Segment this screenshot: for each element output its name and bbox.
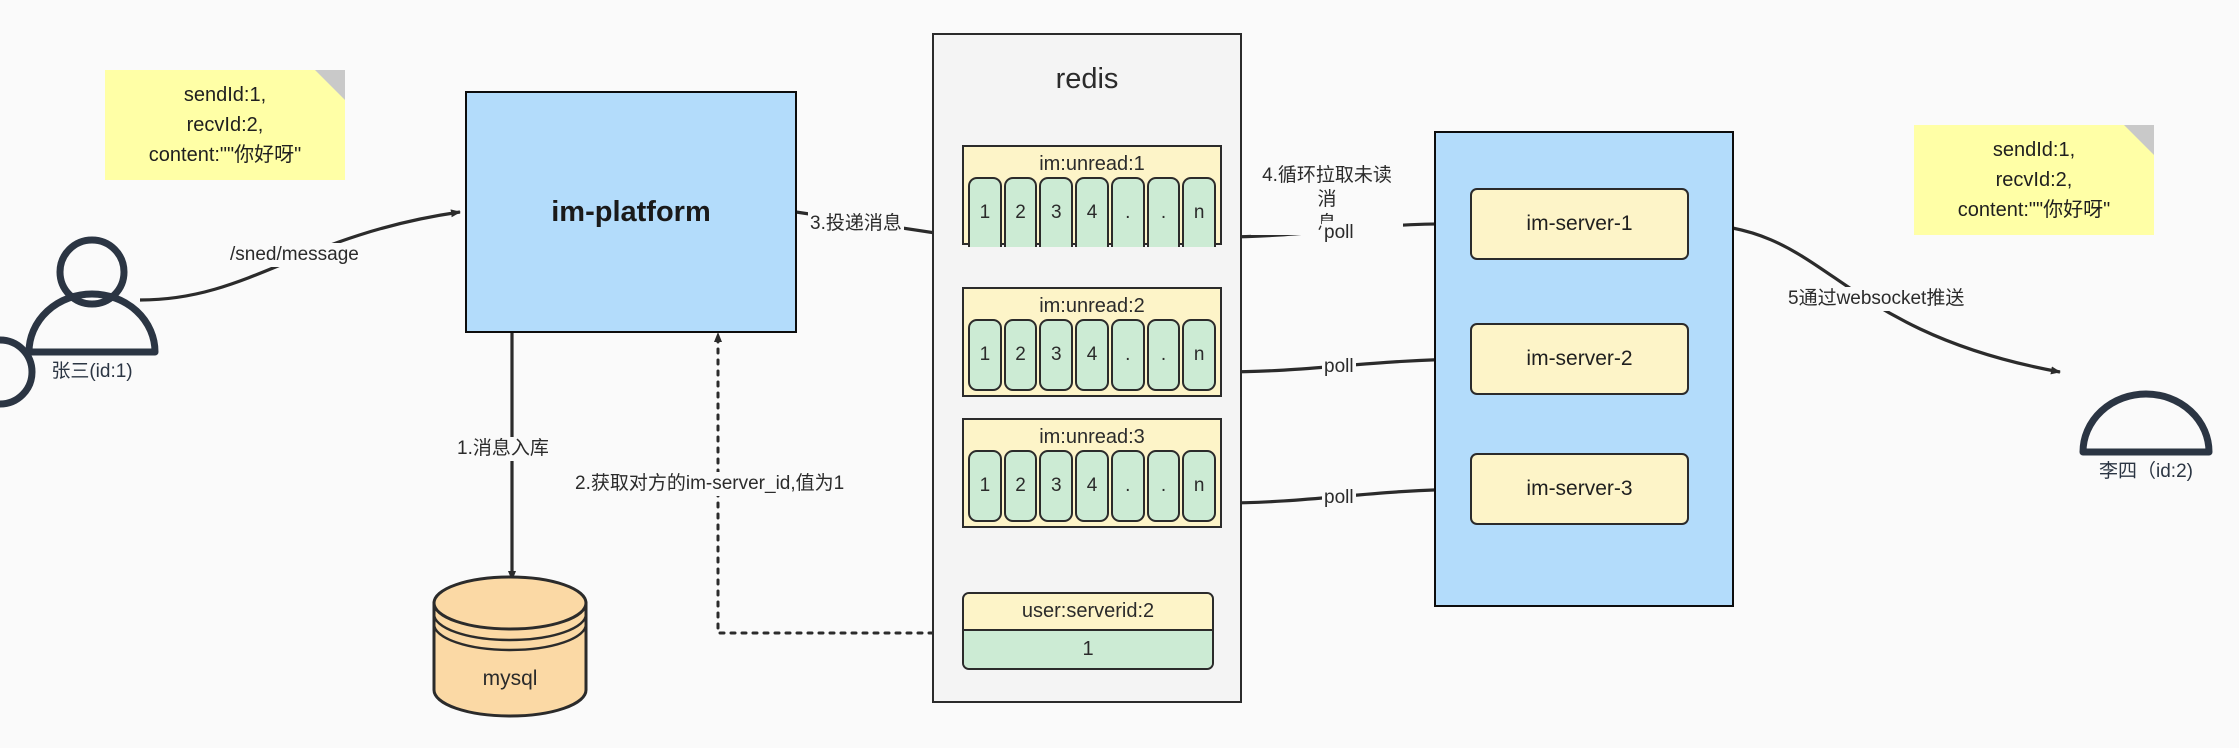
queue-cell: 3	[1039, 177, 1074, 247]
redis-kv-value: 1	[964, 631, 1212, 668]
edge-label-poll-3: poll	[1322, 486, 1356, 510]
edge-label-poll-2: poll	[1322, 355, 1356, 379]
edge-label-step5: 5通过websocket推送	[1786, 287, 1967, 311]
queue-cell: .	[1110, 319, 1145, 391]
edge-label-step1: 1.消息入库	[455, 437, 551, 461]
mysql-node[interactable]: mysql	[434, 577, 586, 717]
queue-cell: 4	[1075, 450, 1109, 522]
queue-cell: 3	[1039, 450, 1074, 522]
redis-queue-3: im:unread:3 1 2 3 4 . . n	[962, 418, 1222, 528]
queue-cell: n	[1182, 319, 1217, 391]
redis-kv-key: user:serverid:2	[964, 594, 1212, 631]
queue-cell: 2	[1003, 319, 1038, 391]
im-server-2-node[interactable]: im-server-2	[1470, 323, 1689, 395]
queue-cell: 1	[968, 450, 1002, 522]
edge-label-step2: 2.获取对方的im-server_id,值为1	[573, 472, 847, 496]
actor-sender-label: 张三(id:1)	[51, 361, 133, 382]
edge-label-poll-1: poll	[1322, 221, 1356, 245]
im-server-3-label: im-server-3	[1526, 477, 1633, 500]
redis-queue-3-cells: 1 2 3 4 . . n	[964, 450, 1220, 526]
redis-queue-1-cells: 1 2 3 4 . . n	[964, 177, 1220, 247]
queue-cell: .	[1146, 319, 1181, 391]
user-icon-sender	[25, 236, 159, 356]
note-fold-icon	[2124, 125, 2154, 155]
note-fold-icon	[315, 70, 345, 100]
queue-cell: 2	[1003, 450, 1038, 522]
redis-queue-2-key: im:unread:2	[1039, 295, 1145, 317]
queue-cell: .	[1110, 450, 1145, 522]
sticky-note-right-text: sendId:1, recvId:2, content:""你好呀"	[1957, 139, 2111, 221]
queue-cell: .	[1146, 450, 1181, 522]
im-server-3-node[interactable]: im-server-3	[1470, 453, 1689, 525]
queue-cell: 1	[968, 177, 1002, 247]
sticky-note-left: sendId:1, recvId:2, content:""你好呀"	[105, 70, 345, 180]
queue-cell: 1	[968, 319, 1002, 391]
queue-cell: .	[1146, 177, 1181, 247]
redis-queue-2: im:unread:2 1 2 3 4 . . n	[962, 287, 1222, 397]
redis-queue-3-key: im:unread:3	[1039, 426, 1145, 448]
mysql-label: mysql	[482, 667, 538, 690]
redis-queue-2-cells: 1 2 3 4 . . n	[964, 319, 1220, 395]
queue-cell: n	[1182, 177, 1217, 247]
queue-cell: 4	[1075, 177, 1109, 247]
edge-label-step3: 3.投递消息	[808, 212, 904, 236]
queue-cell: .	[1110, 177, 1145, 247]
sticky-note-left-text: sendId:1, recvId:2, content:""你好呀"	[148, 84, 302, 166]
queue-cell: 4	[1075, 319, 1109, 391]
im-server-2-label: im-server-2	[1526, 347, 1633, 370]
queue-cell: 3	[1039, 319, 1074, 391]
actor-receiver: 李四（id:2)	[2056, 450, 2236, 483]
im-server-1-node[interactable]: im-server-1	[1470, 188, 1689, 260]
queue-cell: 2	[1003, 177, 1038, 247]
actor-sender: 张三(id:1)	[2, 350, 182, 383]
sticky-note-right: sendId:1, recvId:2, content:""你好呀"	[1914, 125, 2154, 235]
im-server-1-label: im-server-1	[1526, 212, 1633, 235]
redis-kv-serverid: user:serverid:2 1	[962, 592, 1214, 670]
queue-cell: n	[1182, 450, 1217, 522]
edge-label-send-message: /sned/message	[228, 243, 361, 267]
actor-receiver-label: 李四（id:2)	[2099, 461, 2193, 482]
redis-queue-1: im:unread:1 1 2 3 4 . . n	[962, 145, 1222, 247]
redis-title: redis	[1055, 63, 1119, 95]
redis-queue-1-key: im:unread:1	[1039, 153, 1145, 175]
im-platform-label: im-platform	[551, 195, 711, 228]
im-platform-node[interactable]: im-platform	[465, 91, 797, 333]
